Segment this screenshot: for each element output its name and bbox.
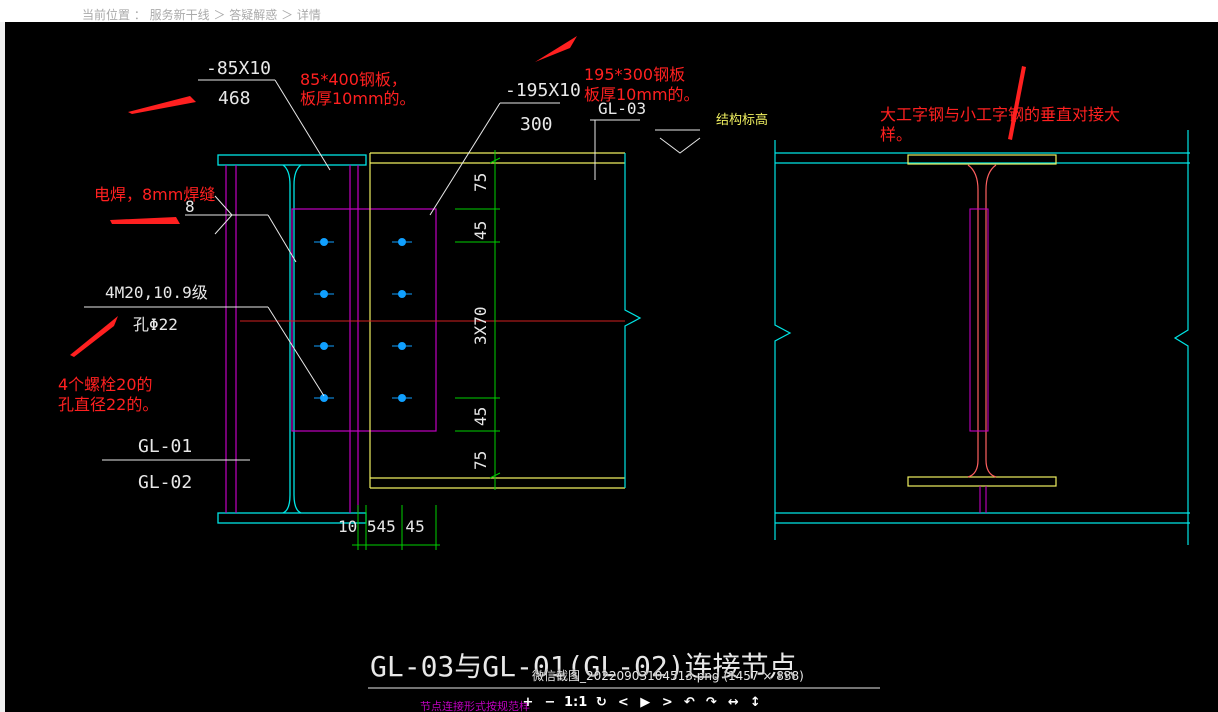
arrow-icon bbox=[70, 316, 118, 357]
flip-vertical-icon[interactable]: ↕ bbox=[749, 694, 761, 710]
drawing-sub-title: 节点连接形式按规范样 bbox=[420, 699, 530, 712]
dim-45-bottom: 45 bbox=[471, 407, 490, 426]
plate1-note-line2: 板厚10mm的。 bbox=[300, 89, 416, 108]
bottom-dimension-label: 10 545 45 bbox=[338, 517, 425, 536]
vertical-dimension bbox=[455, 150, 501, 490]
zoom-out-button[interactable]: − bbox=[544, 694, 556, 710]
rotate-icon[interactable]: ↻ bbox=[595, 694, 607, 710]
structure-level-label: 结构标高 bbox=[716, 112, 768, 128]
small-ibeam bbox=[907, 154, 1057, 487]
bolt-crosshairs bbox=[314, 241, 412, 399]
small-ibeam-web bbox=[967, 164, 997, 478]
weld-note: 电焊，8mm焊缝 bbox=[94, 185, 215, 204]
play-button[interactable]: ▶ bbox=[640, 694, 651, 710]
web-right-fillet bbox=[293, 164, 302, 514]
right-plate bbox=[969, 208, 989, 513]
next-button[interactable]: > bbox=[661, 694, 673, 710]
leader-lines bbox=[84, 79, 701, 461]
gl02-label: GL-02 bbox=[138, 472, 192, 493]
dim-45-top: 45 bbox=[471, 221, 490, 240]
bolt-group bbox=[320, 238, 406, 402]
plate2-note-line1: 195*300钢板 bbox=[584, 65, 685, 84]
previous-button[interactable]: < bbox=[617, 694, 629, 710]
left-edge-strip bbox=[0, 22, 5, 712]
arrow-icon bbox=[535, 36, 577, 62]
dim-75-bottom: 75 bbox=[471, 451, 490, 470]
red-arrows bbox=[70, 36, 1026, 357]
bolt-note-line1: 4个螺栓20的 bbox=[58, 375, 153, 394]
dim-3x70: 3X70 bbox=[471, 306, 490, 345]
plate1-note-line1: 85*400钢板， bbox=[300, 70, 407, 89]
break-line-left bbox=[624, 153, 642, 488]
gl01-label: GL-01 bbox=[138, 436, 192, 457]
plate2-size-label: -195X10 bbox=[505, 80, 581, 101]
horizontal-dimension bbox=[352, 505, 440, 550]
bolt-note-line2: 孔直径22的。 bbox=[58, 395, 158, 414]
plate1-size-label: -85X10 bbox=[206, 58, 271, 79]
rotate-left-icon[interactable]: ↶ bbox=[683, 694, 695, 710]
arrow-icon bbox=[110, 217, 180, 224]
plate1-length-label: 468 bbox=[218, 88, 251, 109]
splice-plate bbox=[291, 208, 437, 432]
weld-size-label: 8 bbox=[185, 197, 195, 216]
arrow-icon bbox=[128, 96, 196, 114]
actual-size-button[interactable]: 1:1 bbox=[564, 694, 588, 710]
rotate-right-icon[interactable]: ↷ bbox=[705, 694, 717, 710]
stiffeners bbox=[225, 165, 437, 513]
break-line-mid bbox=[774, 140, 792, 540]
gl03-tag: GL-03 bbox=[598, 99, 646, 118]
right-elevation bbox=[774, 130, 1190, 545]
image-viewer-toolbar: + − 1:1 ↻ < ▶ > ↶ ↷ ↔ ↕ bbox=[520, 693, 763, 711]
image-viewer-caption: 微信截图_20220903104513.png (1457 × 838) bbox=[532, 669, 804, 683]
flip-horizontal-icon[interactable]: ↔ bbox=[727, 694, 739, 710]
arrow-icon bbox=[1008, 66, 1026, 140]
hole-spec-label: 孔Φ22 bbox=[133, 315, 178, 334]
dim-75-top: 75 bbox=[471, 173, 490, 192]
drawing-main-title: GL-03与GL-01(GL-02)连接节点 bbox=[370, 650, 797, 683]
break-line-right bbox=[1173, 130, 1189, 545]
web-left-fillet bbox=[282, 164, 291, 514]
bolt-spec-label: 4M20,10.9级 bbox=[105, 283, 208, 302]
right-note-line2: 样。 bbox=[880, 125, 912, 144]
zoom-in-button[interactable]: + bbox=[522, 694, 534, 710]
plate2-length-label: 300 bbox=[520, 114, 553, 135]
browser-top-bar bbox=[0, 0, 1218, 22]
top-flange bbox=[217, 154, 367, 166]
breadcrumb: 当前位置 ： 服务新干线 ＞ 答疑解惑 ＞ 详情 bbox=[82, 8, 321, 22]
plate2-note-line2: 板厚10mm的。 bbox=[584, 85, 700, 104]
right-note-line1: 大工字钢与小工字钢的垂直对接大 bbox=[880, 105, 1120, 124]
